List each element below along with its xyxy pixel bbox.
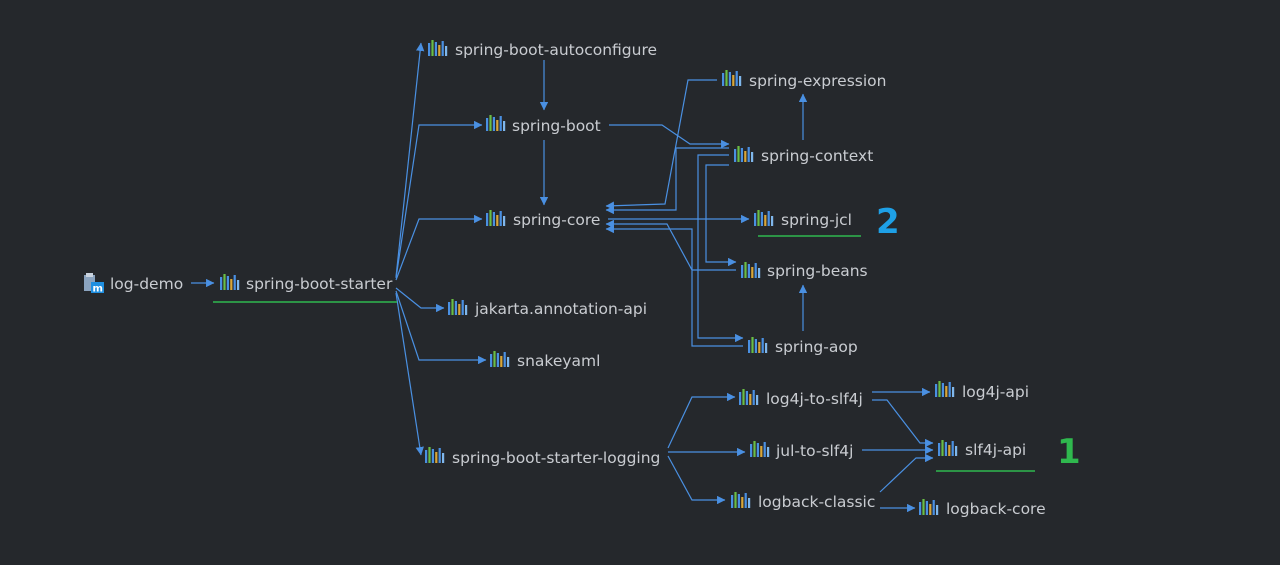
library-icon (731, 492, 751, 508)
edge-expression-core (605, 79, 717, 210)
node-logback-classic[interactable]: logback-classic (731, 492, 875, 511)
node-jakarta-annotation-api[interactable]: jakarta.annotation-api (448, 299, 647, 318)
node-label: spring-expression (749, 72, 886, 90)
node-label: snakeyaml (517, 352, 600, 370)
library-icon (486, 115, 506, 131)
library-icon (486, 210, 506, 226)
node-spring-core[interactable]: spring-core (486, 210, 600, 229)
edge-context-core (605, 147, 729, 215)
edge-context-beans (705, 164, 737, 267)
library-icon (220, 274, 240, 290)
library-icon (448, 299, 468, 315)
node-label: spring-core (513, 211, 600, 229)
node-label: spring-context (761, 147, 873, 165)
node-log4j-api[interactable]: log4j-api (935, 381, 1029, 401)
node-spring-expression[interactable]: spring-expression (722, 70, 886, 90)
library-icon (739, 389, 759, 405)
marker-1: 1 (1057, 432, 1081, 472)
library-icon (741, 262, 761, 278)
node-label: spring-boot (512, 117, 601, 135)
edge-beans-core (605, 219, 736, 271)
node-label: spring-boot-starter-logging (452, 449, 660, 467)
node-spring-boot-starter[interactable]: spring-boot-starter (220, 274, 393, 293)
node-spring-context[interactable]: spring-context (734, 146, 873, 165)
node-spring-jcl[interactable]: spring-jcl (754, 210, 852, 229)
node-log4j-to-slf4j[interactable]: log4j-to-slf4j (739, 389, 863, 408)
library-icon (428, 40, 448, 56)
edge-logbackclassic-slf4japi (879, 453, 934, 493)
node-spring-boot-autoconfigure[interactable]: spring-boot-autoconfigure (428, 40, 657, 59)
edge-starter-core (395, 214, 483, 281)
edges (191, 42, 934, 513)
edge-starter-boot (395, 120, 483, 279)
edge-logging-logbackclassic (667, 455, 726, 505)
node-spring-aop[interactable]: spring-aop (748, 337, 858, 356)
edge-log4jtoslf4j-slf4japi (872, 399, 934, 448)
node-spring-beans[interactable]: spring-beans (741, 262, 868, 280)
edge-starter-snakeyaml (395, 290, 487, 365)
library-icon (425, 447, 445, 463)
node-snakeyaml[interactable]: snakeyaml (490, 351, 600, 370)
edge-aop-core (605, 224, 743, 347)
node-label: jul-to-slf4j (775, 442, 853, 460)
node-label: log-demo (110, 275, 183, 293)
library-icon (490, 351, 510, 367)
edge-starter-jakarta (395, 287, 445, 313)
library-icon (748, 337, 768, 353)
node-label: spring-jcl (781, 211, 852, 229)
edge-context-aop (697, 154, 744, 343)
library-icon (750, 441, 770, 457)
node-spring-boot[interactable]: spring-boot (486, 115, 601, 135)
node-label: spring-beans (767, 262, 868, 280)
node-label: jakarta.annotation-api (474, 300, 647, 318)
node-spring-boot-starter-logging[interactable]: spring-boot-starter-logging (425, 447, 660, 467)
edge-logging-log4jtoslf4j (667, 392, 736, 449)
node-log-demo[interactable]: m log-demo (84, 273, 183, 295)
node-slf4j-api[interactable]: slf4j-api (938, 440, 1026, 459)
node-jul-to-slf4j[interactable]: jul-to-slf4j (750, 441, 853, 460)
edge-starter-autoconfigure (395, 42, 425, 278)
library-icon (754, 210, 774, 226)
node-label: slf4j-api (965, 441, 1026, 459)
module-icon: m (84, 273, 104, 295)
library-icon (734, 146, 754, 162)
edge-boot-context (609, 124, 730, 149)
node-label: spring-boot-starter (246, 275, 393, 293)
library-icon (935, 381, 955, 397)
library-icon (722, 70, 742, 86)
svg-text:m: m (93, 284, 103, 295)
library-icon (938, 440, 958, 456)
node-label: logback-classic (758, 493, 875, 511)
library-icon (919, 499, 939, 515)
node-logback-core[interactable]: logback-core (919, 499, 1046, 518)
node-label: log4j-to-slf4j (766, 390, 863, 408)
node-label: spring-aop (775, 338, 858, 356)
node-label: spring-boot-autoconfigure (455, 41, 657, 59)
marker-2: 2 (876, 202, 900, 242)
node-label: log4j-api (962, 383, 1029, 401)
edge-starter-logging (395, 292, 424, 456)
node-label: logback-core (946, 500, 1046, 518)
